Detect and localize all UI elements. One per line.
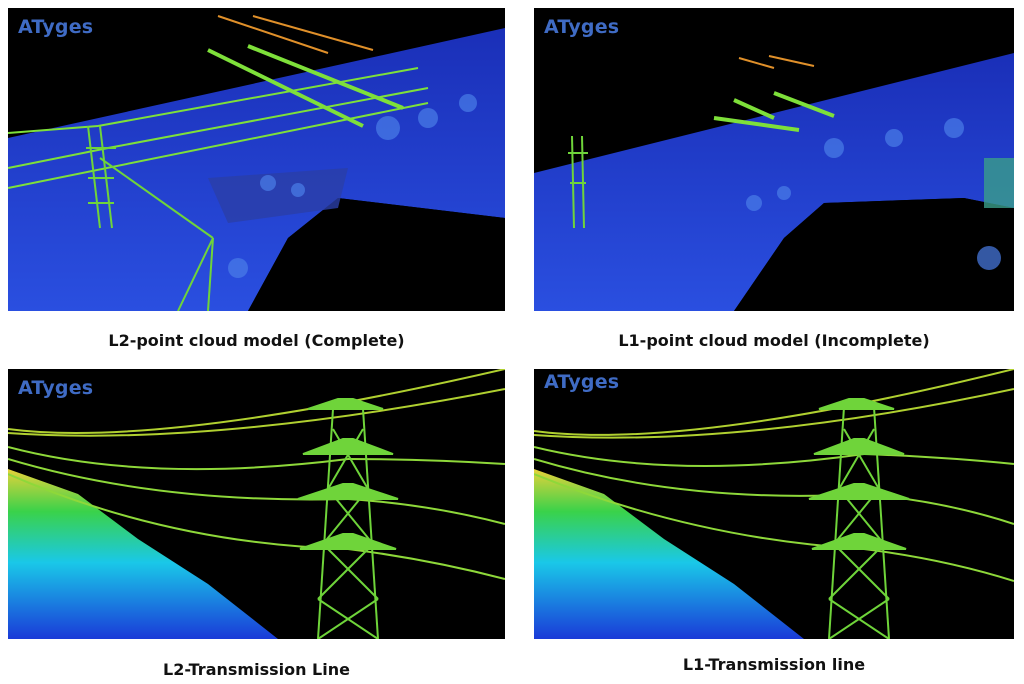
- point-cloud-image-l1: [534, 53, 1014, 311]
- panel-l1-transmission-line: ATyges: [534, 369, 1014, 639]
- transmission-line-image-l2: [8, 369, 505, 639]
- watermark-logo: ATyges: [544, 16, 620, 38]
- caption-l2-point-cloud: L2-point cloud model (Complete): [108, 331, 405, 350]
- point-cloud-image-l2: [8, 15, 505, 311]
- transmission-line-image-l1: [534, 369, 1014, 639]
- watermark-logo: ATyges: [18, 377, 94, 399]
- caption-l1-transmission-line: L1-Transmission line: [682, 655, 866, 674]
- panel-l2-transmission-line: ATyges: [8, 369, 505, 639]
- caption-l2-transmission-line: L2-Transmission Line: [163, 660, 350, 679]
- panel-l2-point-cloud: ATyges: [8, 8, 505, 311]
- watermark-logo: ATyges: [544, 371, 620, 393]
- watermark-logo: ATyges: [18, 16, 94, 38]
- panel-l1-point-cloud: ATyges: [534, 8, 1014, 311]
- caption-l1-point-cloud: L1-point cloud model (Incomplete): [618, 331, 930, 350]
